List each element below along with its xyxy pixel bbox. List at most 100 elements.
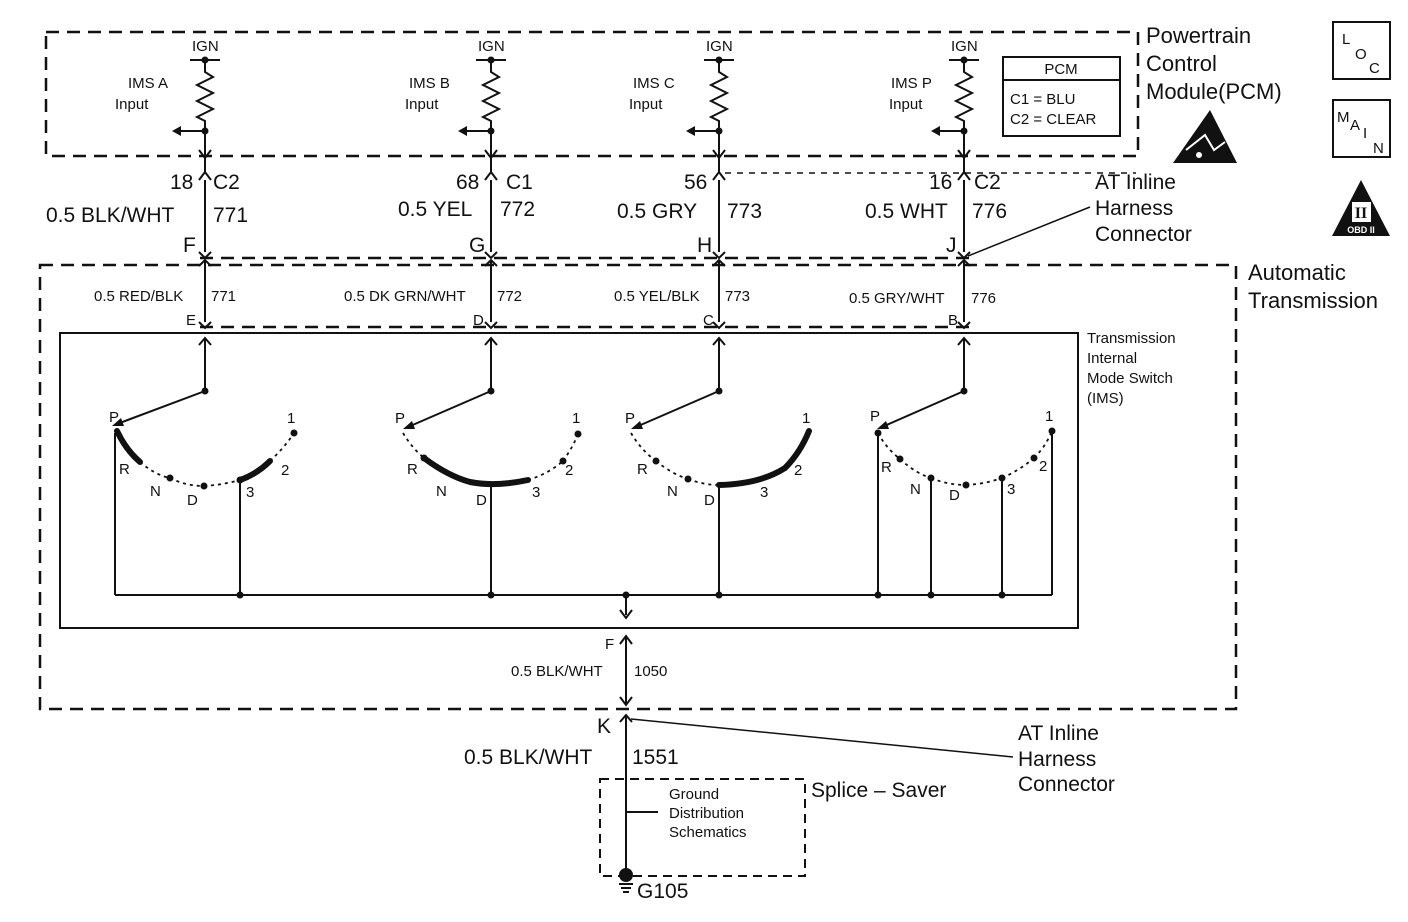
diagram-label-43: IGN bbox=[706, 38, 733, 55]
diagram-label-86: Harness bbox=[1018, 748, 1096, 771]
pcm-legend-c2: C2 = CLEAR bbox=[1010, 111, 1096, 128]
diagram-label-89: Ground bbox=[669, 786, 719, 803]
diagram-label-4: A bbox=[1350, 117, 1360, 134]
diagram-label-75: D bbox=[949, 487, 960, 504]
diagram-label-23: 2 bbox=[281, 462, 289, 479]
diagram-label-33: 0.5 DK GRN/WHT bbox=[344, 288, 466, 305]
diagram-label-17: E bbox=[186, 312, 196, 329]
diagram-label-46: 56 bbox=[684, 171, 707, 194]
diagram-label-34: 772 bbox=[497, 288, 522, 305]
diagram-label-41: 2 bbox=[565, 462, 573, 479]
diagram-label-49: 773 bbox=[727, 200, 762, 223]
diagram-label-9: IGN bbox=[192, 38, 219, 55]
diagram-label-20: N bbox=[150, 483, 161, 500]
esd-warning-icon bbox=[1173, 110, 1237, 163]
diagram-label-50: H bbox=[697, 234, 712, 257]
pcm-title-line-1: Powertrain bbox=[1146, 23, 1251, 48]
diagram-label-10: IMS A bbox=[128, 75, 168, 92]
diagram-label-32: G bbox=[469, 234, 485, 257]
diagram-label-53: C bbox=[703, 312, 714, 329]
diagram-label-13: 771 bbox=[213, 204, 248, 227]
diagram-label-25: IGN bbox=[478, 38, 505, 55]
splice-saver-box bbox=[599, 778, 806, 877]
diagram-label-28: 68 bbox=[456, 171, 479, 194]
diagram-label-74: N bbox=[910, 481, 921, 498]
diagram-label-67: 776 bbox=[972, 200, 1007, 223]
circuit-ims-c: IGN IMS C Input 56 0.5 GRY 773 H 0.5 YEL… bbox=[614, 38, 1136, 599]
diagram-label-81: 1050 bbox=[634, 663, 667, 680]
diagram-label-63: Input bbox=[889, 96, 923, 113]
connector-label-top-1: AT Inline bbox=[1095, 171, 1176, 194]
diagram-label-73: R bbox=[881, 459, 892, 476]
circuit-ims-p: IGN IMS P Input 16 C2 0.5 WHT 776 J 0.5 … bbox=[849, 38, 1056, 599]
circuit-ims-b: IGN IMS B Input 68 C1 0.5 YEL 772 G 0.5 … bbox=[344, 38, 582, 599]
diagram-label-55: R bbox=[637, 461, 648, 478]
diagram-label-88: Splice – Saver bbox=[811, 779, 946, 802]
diagram-label-29: C1 bbox=[506, 171, 533, 194]
diagram-label-36: P bbox=[395, 410, 405, 427]
circuit-ims-a: IGN IMS A Input 18 C2 0.5 BLK/WHT 771 F … bbox=[46, 38, 298, 599]
diagram-label-27: Input bbox=[405, 96, 439, 113]
diagram-label-90: Distribution bbox=[669, 805, 744, 822]
pcm-legend-c1: C1 = BLU bbox=[1010, 91, 1075, 108]
diagram-label-38: N bbox=[436, 483, 447, 500]
diagram-label-0: L bbox=[1342, 31, 1350, 48]
diagram-label-80: 0.5 BLK/WHT bbox=[511, 663, 603, 680]
connector-label-top-3: Connector bbox=[1095, 223, 1192, 246]
transmission-box bbox=[38, 263, 1238, 711]
diagram-label-82: K bbox=[597, 715, 611, 738]
diagram-label-83: 0.5 BLK/WHT bbox=[464, 746, 593, 769]
diagram-label-68: J bbox=[946, 234, 957, 257]
pcm-title-line-2: Control bbox=[1146, 51, 1217, 76]
diagram-label-26: IMS B bbox=[409, 75, 450, 92]
transmission-label-line-1: Automatic bbox=[1248, 260, 1346, 285]
ims-label-1: Transmission bbox=[1087, 330, 1176, 347]
diagram-label-1: O bbox=[1355, 46, 1367, 63]
diagram-label-5: I bbox=[1363, 125, 1367, 142]
pin-18: 18 bbox=[170, 171, 193, 194]
diagram-label-45: Input bbox=[629, 96, 663, 113]
diagram-label-7: II bbox=[1355, 205, 1367, 222]
diagram-label-61: IGN bbox=[951, 38, 978, 55]
diagram-label-15: 0.5 RED/BLK bbox=[94, 288, 183, 305]
diagram-label-76: 3 bbox=[1007, 481, 1015, 498]
diagram-label-2: C bbox=[1369, 60, 1380, 77]
ims-label-2: Internal bbox=[1087, 350, 1137, 367]
diagram-label-35: D bbox=[473, 312, 484, 329]
diagram-label-60: 1 bbox=[802, 410, 810, 427]
diagram-label-69: 0.5 GRY/WHT bbox=[849, 290, 945, 307]
diagram-label-54: P bbox=[625, 410, 635, 427]
pcm-legend: PCM C1 = BLU C2 = CLEAR bbox=[1002, 56, 1121, 137]
ims-switch-box bbox=[59, 332, 1079, 629]
diagram-label-48: 0.5 GRY bbox=[617, 200, 697, 223]
diagram-label-51: 0.5 YEL/BLK bbox=[614, 288, 700, 305]
diagram-label-21: D bbox=[187, 492, 198, 509]
diagram-label-12: 0.5 BLK/WHT bbox=[46, 204, 175, 227]
diagram-label-91: Schematics bbox=[669, 824, 747, 841]
diagram-label-19: R bbox=[119, 461, 130, 478]
obd-ii-icon: II OBD II bbox=[1332, 180, 1390, 236]
diagram-label-8: OBD II bbox=[1347, 225, 1375, 235]
diagram-label-78: 1 bbox=[1045, 408, 1053, 425]
diagram-label-16: 771 bbox=[211, 288, 236, 305]
ims-label-4: (IMS) bbox=[1087, 390, 1124, 407]
pcm-legend-title: PCM bbox=[1044, 61, 1077, 78]
transmission-label-line-2: Transmission bbox=[1248, 288, 1378, 313]
ground-id: G105 bbox=[637, 880, 688, 903]
diagram-label-56: N bbox=[667, 483, 678, 500]
diagram-label-3: M bbox=[1337, 109, 1350, 126]
diagram-label-42: 1 bbox=[572, 410, 580, 427]
diagram-label-14: F bbox=[183, 234, 196, 257]
diagram-label-30: 0.5 YEL bbox=[398, 198, 472, 221]
diagram-label-85: AT Inline bbox=[1018, 722, 1099, 745]
diagram-label-18: P bbox=[109, 409, 119, 426]
diagram-label-39: D bbox=[476, 492, 487, 509]
diagram-label-66: 0.5 WHT bbox=[865, 200, 948, 223]
connector-label-top-2: Harness bbox=[1095, 197, 1173, 220]
diagram-label-65: C2 bbox=[974, 171, 1001, 194]
diagram-label-31: 772 bbox=[500, 198, 535, 221]
diagram-label-84: 1551 bbox=[632, 746, 679, 769]
diagram-label-44: IMS C bbox=[633, 75, 675, 92]
conn-c2: C2 bbox=[213, 171, 240, 194]
